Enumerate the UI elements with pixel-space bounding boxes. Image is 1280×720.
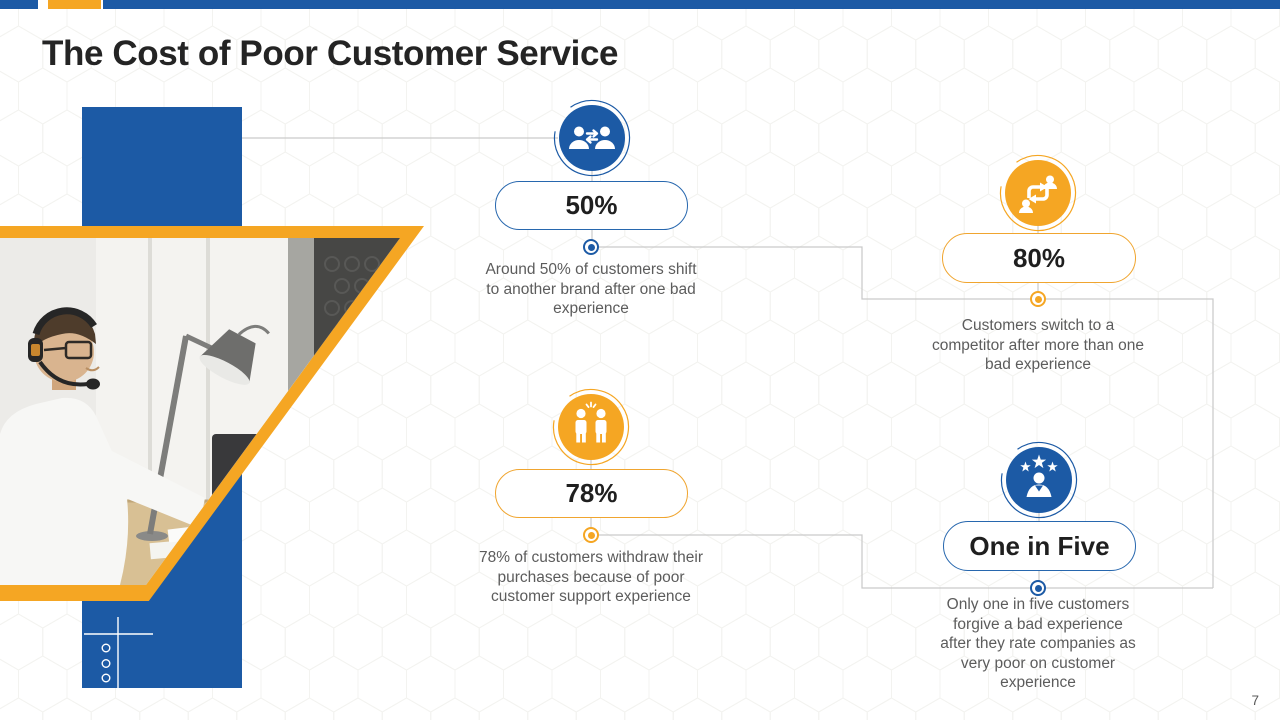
stat-value: 50%: [565, 190, 618, 220]
stat-value: One in Five: [969, 530, 1110, 561]
accent-segment-blue-left: [0, 0, 38, 9]
stat-description: Only one in five customers forgive a bad…: [940, 596, 1136, 692]
accent-segment-orange: [48, 0, 101, 9]
stat-value-pill: 78%: [495, 469, 688, 518]
slide-title: The Cost of Poor Customer Service: [42, 34, 619, 73]
customer-cycle-icon: [998, 153, 1078, 233]
accent-segment-blue-right: [103, 0, 1280, 9]
people-argue-icon: [551, 387, 631, 467]
stat-value: 80%: [1012, 242, 1066, 273]
stat-value: 78%: [565, 478, 618, 508]
connector-dot: [583, 239, 599, 255]
stat-value-pill: 50%: [495, 181, 688, 230]
stat-value-pill: One in Five: [943, 521, 1136, 571]
connector-dot: [1030, 291, 1046, 307]
stat-description: Around 50% of customers shift to another…: [485, 261, 697, 318]
connector-dot: [583, 527, 599, 543]
stat-description: 78% of customers withdraw their purchase…: [479, 549, 703, 606]
stat-value-pill: 80%: [942, 233, 1136, 283]
page-number: 7: [1251, 693, 1259, 708]
rated-person-icon: [999, 440, 1079, 520]
stat-description: Customers switch to a competitor after m…: [932, 317, 1144, 374]
people-swap-icon: [552, 98, 632, 178]
connector-dot: [1030, 580, 1046, 596]
